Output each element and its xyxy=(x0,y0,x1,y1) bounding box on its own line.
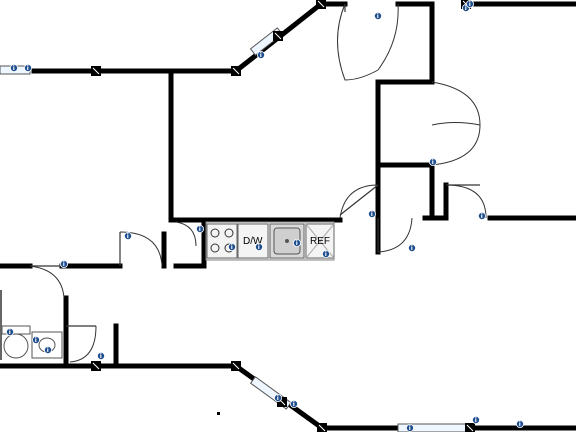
info-icon[interactable]: i xyxy=(292,238,301,247)
wall-junction xyxy=(273,31,283,41)
svg-text:i: i xyxy=(432,159,434,166)
info-icon[interactable]: i xyxy=(477,211,486,220)
bath-fixtures xyxy=(0,290,63,360)
wall-junction xyxy=(231,66,241,76)
svg-text:i: i xyxy=(47,347,49,354)
stove-icon xyxy=(206,223,238,259)
info-icon[interactable]: i xyxy=(289,399,298,408)
door-swing-icon[interactable] xyxy=(431,81,481,166)
info-icon[interactable]: i xyxy=(32,335,41,344)
info-icon[interactable]: i xyxy=(428,157,437,166)
info-icon[interactable]: i xyxy=(471,415,480,424)
sink-icon xyxy=(31,331,63,359)
svg-text:i: i xyxy=(199,226,201,233)
tub xyxy=(0,290,2,360)
svg-text:i: i xyxy=(519,421,521,428)
info-icon[interactable]: i xyxy=(256,51,265,60)
door-swing-icon[interactable] xyxy=(339,184,379,219)
wall-junction xyxy=(231,361,241,371)
info-icon[interactable]: i xyxy=(465,0,474,8)
svg-text:i: i xyxy=(409,425,411,432)
door-swing-icon[interactable] xyxy=(377,217,413,253)
info-icon[interactable]: i xyxy=(254,242,263,251)
svg-text:i: i xyxy=(377,13,379,20)
svg-text:i: i xyxy=(277,395,279,402)
dishwasher: D/W xyxy=(237,223,269,259)
door-swing-icon[interactable] xyxy=(29,265,65,299)
info-icon[interactable]: i xyxy=(9,64,18,73)
door-swing-icon[interactable] xyxy=(66,325,97,363)
wall-junction xyxy=(316,0,326,9)
door-swing-icon[interactable] xyxy=(445,184,487,219)
info-icon[interactable]: i xyxy=(60,259,69,268)
dishwasher-label: D/W xyxy=(243,236,263,247)
wall-junction xyxy=(91,66,101,76)
svg-text:i: i xyxy=(258,244,260,251)
svg-text:i: i xyxy=(411,245,413,252)
refrigerator-label: REF xyxy=(310,236,330,247)
info-icon[interactable]: i xyxy=(97,351,106,360)
svg-text:i: i xyxy=(260,52,262,59)
wall-junction xyxy=(465,423,475,432)
door-swing-icon[interactable] xyxy=(337,3,399,81)
svg-text:i: i xyxy=(475,417,477,424)
svg-text:i: i xyxy=(371,211,373,218)
info-icon[interactable]: i xyxy=(44,345,53,354)
info-icon[interactable]: i xyxy=(321,249,330,258)
scale-mark xyxy=(217,412,220,415)
svg-text:i: i xyxy=(481,213,483,220)
svg-text:i: i xyxy=(296,240,298,247)
info-icon[interactable]: i xyxy=(6,327,14,336)
info-icon[interactable]: i xyxy=(124,231,133,240)
svg-text:i: i xyxy=(469,1,471,8)
wall-junction xyxy=(317,423,327,432)
toilet-icon xyxy=(1,325,31,359)
info-icon[interactable]: i xyxy=(273,393,282,402)
svg-text:i: i xyxy=(9,329,11,336)
door-swing-icon[interactable] xyxy=(175,221,197,247)
svg-text:i: i xyxy=(293,401,295,408)
svg-text:i: i xyxy=(231,244,233,251)
svg-text:i: i xyxy=(63,261,65,268)
wall-junction xyxy=(91,361,101,371)
svg-text:i: i xyxy=(325,251,327,258)
info-icon[interactable]: i xyxy=(23,64,32,73)
info-icon[interactable]: i xyxy=(195,224,204,233)
svg-text:i: i xyxy=(127,233,129,240)
info-icon[interactable]: i xyxy=(516,419,525,428)
info-icon[interactable]: i xyxy=(373,11,382,20)
svg-text:i: i xyxy=(35,337,37,344)
info-markers[interactable]: i i i i i i i i i i i i i i i i i i i i i i i i i i xyxy=(6,0,525,432)
doors xyxy=(29,3,487,363)
kitchen-fixtures: D/W REF xyxy=(205,221,335,261)
info-icon[interactable]: i xyxy=(405,423,414,432)
info-icon[interactable]: i xyxy=(407,243,416,252)
svg-text:i: i xyxy=(465,5,467,12)
svg-text:i: i xyxy=(13,65,15,72)
svg-text:i: i xyxy=(27,65,29,72)
info-icon[interactable]: i xyxy=(367,209,376,218)
svg-text:i: i xyxy=(100,353,102,360)
info-icon[interactable]: i xyxy=(227,242,236,251)
